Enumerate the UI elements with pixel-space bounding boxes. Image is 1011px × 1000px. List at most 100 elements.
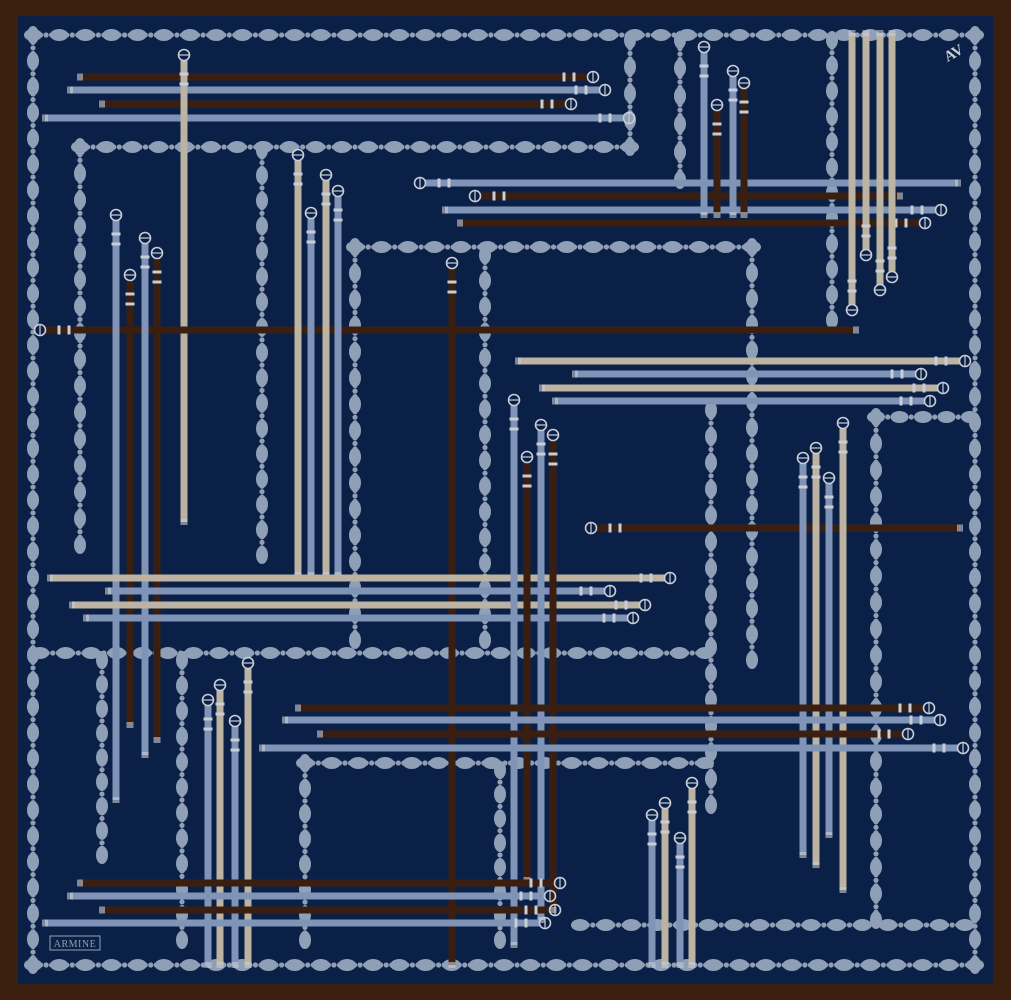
chain-bead xyxy=(708,683,714,690)
chain-bead xyxy=(708,794,714,800)
chain-bead xyxy=(708,636,714,642)
chain-bead xyxy=(383,32,389,38)
buckle xyxy=(958,354,972,368)
belt-keeper xyxy=(649,573,653,583)
belt-strap xyxy=(575,370,916,378)
chain-bead xyxy=(482,476,488,482)
chain-link xyxy=(176,701,188,720)
chain-link xyxy=(619,647,638,659)
chain-bead xyxy=(497,828,503,834)
chain-bead xyxy=(69,32,75,38)
chain-link xyxy=(27,26,39,44)
chain-link xyxy=(904,919,923,931)
belt-keeper xyxy=(519,891,523,901)
chain-bead xyxy=(302,778,308,784)
chain-link xyxy=(296,757,314,769)
chain-bead xyxy=(972,536,978,542)
chain-bead xyxy=(30,128,36,134)
chain-bead xyxy=(708,473,714,479)
chain-link xyxy=(385,141,404,153)
chain-bead xyxy=(430,32,436,38)
chain-link xyxy=(27,594,39,613)
chain-bead xyxy=(378,32,384,38)
chain-bead xyxy=(972,763,978,769)
chain-link xyxy=(322,757,341,769)
chain-bead xyxy=(749,484,755,490)
chain-bead xyxy=(708,505,714,511)
chain-bead xyxy=(829,279,835,285)
belt xyxy=(42,111,636,125)
chain-bead xyxy=(457,144,463,150)
belt-tip xyxy=(442,206,448,214)
chain-bead xyxy=(886,962,892,968)
chain-bead xyxy=(829,126,835,132)
chain-link xyxy=(610,241,629,253)
chain xyxy=(96,651,108,864)
buckle xyxy=(586,70,600,84)
chain-link xyxy=(154,959,173,971)
chain-bead xyxy=(326,144,332,150)
chain-link xyxy=(50,29,69,41)
chain-bead xyxy=(535,32,541,38)
chain-link xyxy=(256,470,268,489)
chain-bead xyxy=(873,591,879,598)
chain-bead xyxy=(482,347,488,353)
chain-link xyxy=(285,959,304,971)
chain-bead xyxy=(708,736,714,742)
chain-bead xyxy=(518,244,525,250)
chain-link xyxy=(746,238,758,256)
chain-link xyxy=(826,81,838,100)
chain-bead xyxy=(632,650,639,656)
chain-link xyxy=(74,350,86,369)
chain-link xyxy=(705,453,717,472)
chain-bead xyxy=(77,163,83,169)
belt-keeper xyxy=(639,573,643,583)
belt-keeper xyxy=(203,727,213,731)
belt xyxy=(673,831,687,968)
chain-link xyxy=(256,292,268,311)
belt xyxy=(317,727,915,741)
chain-bead xyxy=(252,962,259,968)
chain-bead xyxy=(972,711,978,717)
chain-bead xyxy=(873,798,879,804)
belt-tip xyxy=(549,907,557,913)
chain-link xyxy=(494,761,506,779)
chain-link xyxy=(495,29,513,41)
chain-bead xyxy=(383,962,389,968)
chain-bead xyxy=(873,427,879,433)
chain-bead xyxy=(30,386,36,392)
belt-keeper xyxy=(522,484,532,488)
belt-tip xyxy=(848,30,856,36)
chain-bead xyxy=(689,760,695,766)
chain-link xyxy=(809,959,827,971)
chain-link xyxy=(74,482,86,501)
chain-bead xyxy=(362,962,369,968)
chain-bead xyxy=(259,413,265,419)
chain-bead xyxy=(677,168,683,175)
chain-link xyxy=(802,919,820,931)
belt xyxy=(150,246,164,743)
brand-label-text: ARMINE xyxy=(54,939,96,950)
chain-bead xyxy=(148,32,154,38)
chain-bead xyxy=(294,144,300,150)
chain-bead xyxy=(656,244,662,250)
belt-keeper xyxy=(140,265,150,269)
chain-bead xyxy=(972,742,978,749)
belt-tip xyxy=(153,737,161,743)
chain-bead xyxy=(352,309,358,316)
chain-link xyxy=(416,29,435,41)
chain xyxy=(674,31,686,189)
chain-link xyxy=(756,29,775,41)
chain-bead xyxy=(972,840,978,846)
chain-bead xyxy=(30,567,36,573)
chain-bead xyxy=(482,270,488,276)
buckle xyxy=(710,98,724,112)
chain-link xyxy=(969,51,981,70)
belt-strap xyxy=(445,206,936,214)
chain-link xyxy=(890,411,909,423)
chain-link xyxy=(311,29,330,41)
chain-bead xyxy=(137,144,143,150)
chain-bead xyxy=(821,922,827,928)
belt-tip xyxy=(231,962,239,968)
buckle xyxy=(331,184,345,198)
